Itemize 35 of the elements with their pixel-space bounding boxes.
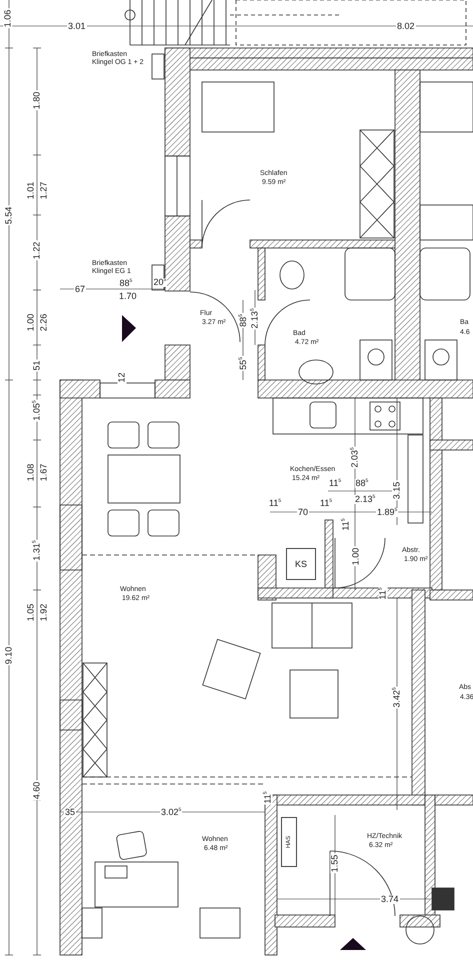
dimension-value: 9.10 [4, 645, 14, 665]
dimension-value: 1.06 [3, 8, 12, 28]
dimension-value: 3.02$^{5}$ [160, 808, 182, 816]
dimension-value: 4.60 [32, 780, 42, 800]
dimension-value: 1.22 [32, 240, 42, 260]
dimension-value: 1.55 [330, 853, 340, 873]
dimension-value: 1.27 [39, 180, 48, 200]
dimension-value: 88$^{5}$ [354, 478, 370, 488]
dimension-value: 70 [297, 508, 310, 516]
dimension-value: 1.80 [32, 90, 42, 110]
dimension-value: 1.05 [26, 602, 36, 622]
dimension-value: 12 [118, 371, 126, 383]
dimension-value: 1.00 [351, 546, 360, 566]
dimension-value: 2.26 [39, 312, 48, 332]
dimension-value: 11$^{5}$ [328, 478, 342, 488]
dimension-value: 51 [32, 359, 42, 371]
dimension-value: 3.15 [392, 480, 402, 500]
dimension-value: 5.54 [4, 205, 14, 225]
dimension-value: 3.01 [67, 22, 87, 30]
dimension-value: 11$^{5}$ [319, 498, 334, 508]
fridge-box: KS [286, 548, 316, 580]
dimension-value: 20$^{5}$ [152, 278, 168, 286]
dimension-value: 67 [74, 284, 86, 294]
dimension-value: 88$^{5}$ [118, 278, 134, 288]
dimension-value: 1.01 [26, 180, 36, 200]
dimension-value: 1.67 [39, 462, 48, 482]
dimension-value: 1.89$^{5}$ [376, 508, 398, 516]
dimension-value: 11$^{5}$ [268, 498, 282, 508]
dimension-value: 3.74 [380, 894, 400, 904]
dimension-value: 1.08 [26, 462, 36, 482]
dimension-value: 8.02 [396, 22, 416, 30]
dimension-value: 1.70 [118, 292, 138, 300]
dimension-value: 2.13$^{5}$ [354, 494, 376, 504]
dimension-value: 1.00 [26, 312, 36, 332]
dimension-value: 1.92 [39, 602, 48, 622]
